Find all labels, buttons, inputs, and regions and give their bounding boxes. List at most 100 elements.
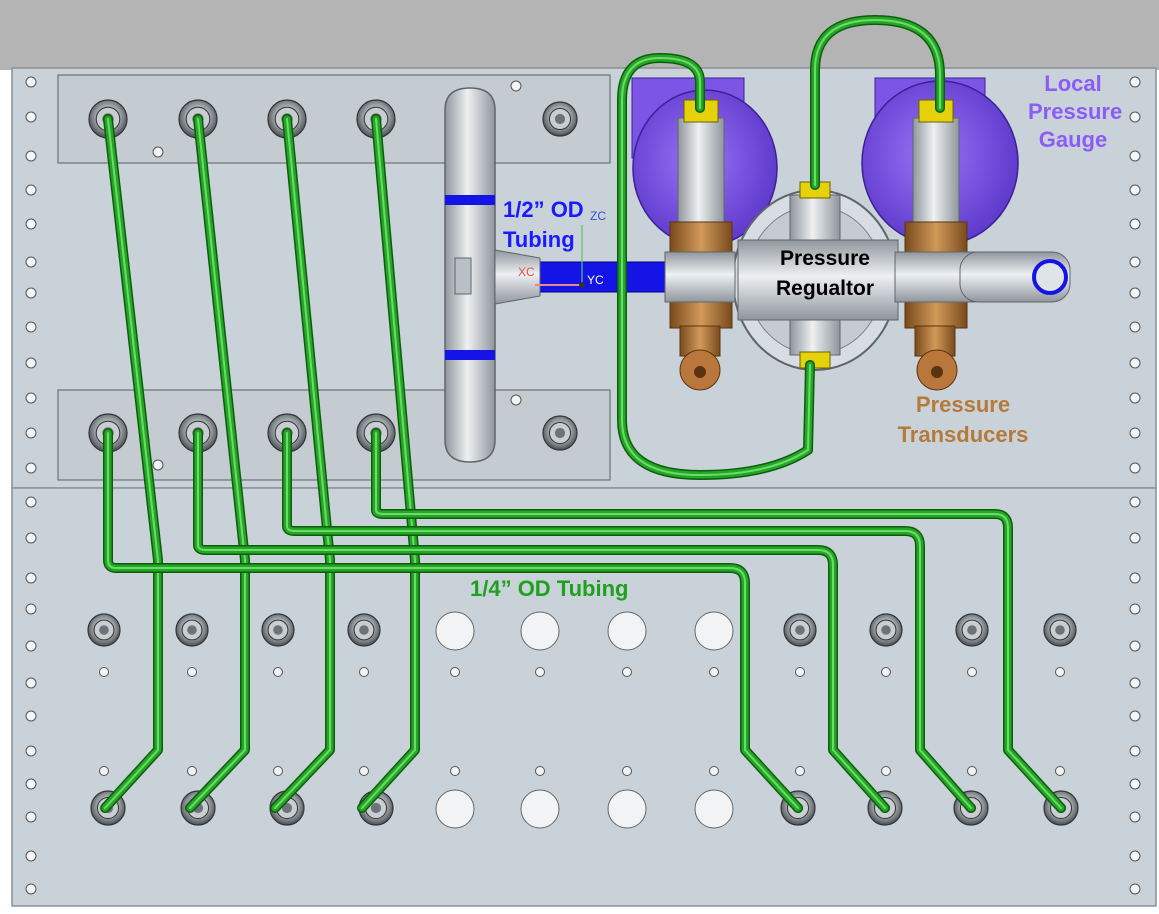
axis-xc-label: XC bbox=[518, 265, 535, 279]
upper-manifold-block bbox=[57, 74, 611, 164]
transducer-label: Pressure Transducers bbox=[878, 390, 1048, 450]
small-hole bbox=[187, 766, 197, 776]
large-hole bbox=[520, 789, 560, 829]
edge-hole bbox=[25, 778, 37, 790]
bulkhead-core bbox=[370, 802, 382, 814]
bulkhead-core bbox=[795, 625, 805, 635]
edge-hole bbox=[1129, 150, 1141, 162]
green-tube bbox=[357, 114, 420, 813]
edge-hole bbox=[1129, 811, 1141, 823]
bulkhead-fitting bbox=[542, 415, 578, 451]
edge-hole bbox=[1129, 357, 1141, 369]
small-hole bbox=[152, 459, 164, 471]
quarter-inch-tubing bbox=[100, 15, 1066, 813]
half-inch-label-line1: 1/2” OD bbox=[503, 197, 584, 222]
small-hole bbox=[510, 394, 522, 406]
small-hole bbox=[535, 667, 545, 677]
small-hole bbox=[881, 766, 891, 776]
bulkhead-core bbox=[554, 113, 566, 125]
small-hole bbox=[881, 667, 891, 677]
small-hole bbox=[709, 667, 719, 677]
gauge-label: Local Pressure Gauge bbox=[1028, 70, 1122, 154]
bulkhead-fitting bbox=[783, 613, 817, 647]
pressure-regulator bbox=[732, 181, 899, 371]
bulkhead-core bbox=[281, 802, 293, 814]
green-tube bbox=[185, 114, 250, 813]
edge-hole bbox=[1129, 218, 1141, 230]
edge-hole bbox=[1129, 392, 1141, 404]
bulkhead-core bbox=[273, 625, 283, 635]
gauge-label-line3: Gauge bbox=[1038, 127, 1108, 152]
bulkhead-fitting bbox=[955, 613, 989, 647]
green-tube bbox=[617, 53, 815, 480]
edge-hole bbox=[1129, 883, 1141, 895]
large-hole bbox=[435, 611, 475, 651]
small-hole bbox=[967, 766, 977, 776]
large-hole bbox=[520, 611, 560, 651]
green-tube bbox=[103, 428, 803, 813]
edge-hole bbox=[1129, 850, 1141, 862]
edge-hole bbox=[25, 677, 37, 689]
green-tube bbox=[270, 114, 335, 813]
small-hole bbox=[510, 80, 522, 92]
small-hole bbox=[99, 667, 109, 677]
edge-hole bbox=[25, 883, 37, 895]
green-tube bbox=[371, 428, 1066, 813]
edge-hole bbox=[25, 427, 37, 439]
edge-hole bbox=[25, 811, 37, 823]
green-tube bbox=[193, 428, 890, 813]
tube-highlight bbox=[361, 118, 416, 809]
lower-panel bbox=[11, 487, 1157, 907]
bulkhead-core bbox=[187, 625, 197, 635]
small-hole bbox=[450, 766, 460, 776]
bulkhead-fitting bbox=[87, 613, 121, 647]
bulkhead-fitting bbox=[261, 613, 295, 647]
small-hole bbox=[359, 667, 369, 677]
large-hole bbox=[435, 789, 475, 829]
small-hole bbox=[709, 766, 719, 776]
transducer-label-line1: Pressure bbox=[915, 392, 1011, 417]
edge-hole bbox=[25, 321, 37, 333]
tube-highlight bbox=[104, 118, 159, 809]
tube-highlight bbox=[274, 118, 331, 809]
small-hole bbox=[622, 766, 632, 776]
edge-hole bbox=[25, 745, 37, 757]
bulkhead-fitting bbox=[175, 613, 209, 647]
edge-hole bbox=[25, 462, 37, 474]
large-hole bbox=[694, 789, 734, 829]
small-hole bbox=[535, 766, 545, 776]
large-hole bbox=[607, 611, 647, 651]
edge-hole bbox=[1129, 427, 1141, 439]
tube-highlight bbox=[189, 118, 246, 809]
small-hole bbox=[795, 667, 805, 677]
bulkhead-core bbox=[967, 625, 977, 635]
edge-hole bbox=[25, 710, 37, 722]
edge-hole bbox=[1129, 603, 1141, 615]
edge-hole bbox=[25, 532, 37, 544]
pressure-transducers bbox=[669, 99, 968, 391]
edge-hole bbox=[1129, 462, 1141, 474]
axis-zc-label: ZC bbox=[590, 209, 606, 223]
edge-hole bbox=[25, 392, 37, 404]
green-tube bbox=[810, 15, 945, 190]
green-tube bbox=[282, 428, 976, 813]
quarter-inch-tubing-label: 1/4” OD Tubing bbox=[470, 576, 629, 601]
edge-hole bbox=[1129, 184, 1141, 196]
small-hole bbox=[450, 667, 460, 677]
edge-hole bbox=[1129, 321, 1141, 333]
bulkhead-core bbox=[99, 625, 109, 635]
regulator-label-line2: Regualtor bbox=[775, 277, 874, 300]
half-inch-label-line2: Tubing bbox=[503, 227, 575, 252]
edge-hole bbox=[25, 287, 37, 299]
large-hole bbox=[607, 789, 647, 829]
small-hole bbox=[967, 667, 977, 677]
small-hole bbox=[273, 766, 283, 776]
edge-hole bbox=[25, 496, 37, 508]
bulkhead-core bbox=[359, 625, 369, 635]
edge-hole bbox=[1129, 677, 1141, 689]
edge-hole bbox=[25, 218, 37, 230]
small-hole bbox=[795, 766, 805, 776]
tube-highlight bbox=[814, 19, 941, 186]
